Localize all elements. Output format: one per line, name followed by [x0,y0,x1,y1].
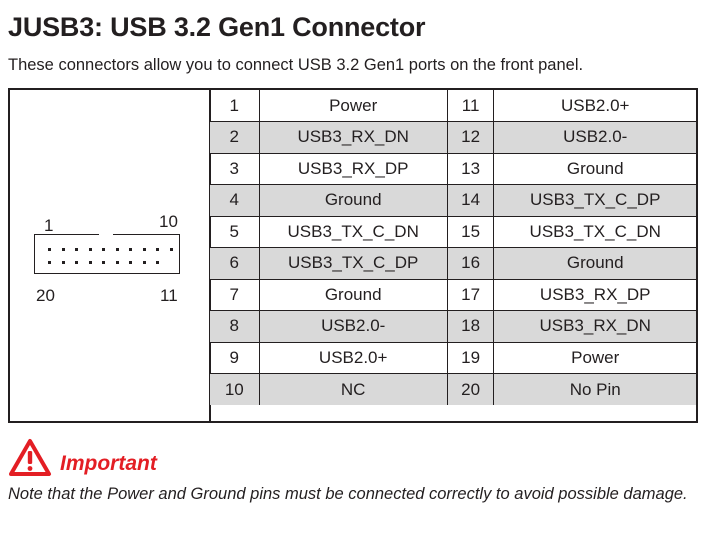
pin-dot [102,261,105,264]
pin-signal-cell: USB2.0+ [493,90,696,122]
pin-dot [102,248,105,251]
important-heading: Important [60,452,157,475]
pin-dot [61,261,65,264]
pin-dot [75,248,78,251]
pin-number-cell: 12 [446,121,495,154]
pin-number-cell: 14 [446,184,495,217]
important-note: Note that the Power and Ground pins must… [8,485,688,503]
pin-dot [115,261,119,264]
diagram-label-pin-11: 11 [160,286,178,305]
pin-signal-cell: Ground [493,247,696,280]
pin-dot [48,248,51,251]
pin-signal-cell: No Pin [493,373,696,405]
pin-dot [48,261,51,264]
pin-number-cell: 6 [209,247,260,280]
pin-dot [88,261,92,264]
pin-number-cell: 4 [209,184,260,217]
pin-dot [169,248,173,251]
pin-number-cell: 10 [209,373,260,405]
pin-number-cell: 11 [446,90,495,122]
pin-signal-cell: USB3_TX_C_DN [493,215,696,248]
pin-signal-cell: USB3_RX_DP [258,152,448,185]
pin-number-cell: 18 [446,310,495,343]
warning-triangle-icon [9,439,51,476]
pin-signal-cell: USB3_TX_C_DN [258,215,448,248]
pin-signal-cell: NC [258,373,448,405]
pin-signal-cell: USB3_TX_C_DP [258,247,448,280]
pin-dot [115,248,119,251]
page-title: JUSB3: USB 3.2 Gen1 Connector [8,12,426,42]
pin-number-cell: 15 [446,215,495,248]
pin-dot [75,261,78,264]
pin-number-cell: 7 [209,278,260,311]
diagram-label-pin-1: 1 [44,216,54,235]
pin-number-cell: 16 [446,247,495,280]
pin-dot [129,248,132,251]
pin-signal-cell: USB2.0- [258,310,448,343]
pin-signal-cell: USB2.0- [493,121,696,154]
pin-signal-cell: Power [258,90,448,122]
connector-key-notch [99,232,113,236]
pin-dot [156,261,159,264]
pin-number-cell: 2 [209,121,260,154]
pin-signal-cell: Ground [493,152,696,185]
pin-signal-cell: USB2.0+ [258,341,448,374]
pin-dot [88,248,92,251]
pin-number-cell: 1 [209,90,260,122]
pin-signal-cell: USB3_RX_DN [258,121,448,154]
pin-dot [129,261,132,264]
pin-number-cell: 5 [209,215,260,248]
pin-dot [142,248,146,251]
pin-number-cell: 9 [209,341,260,374]
pin-dot [61,248,65,251]
pin-number-cell: 19 [446,341,495,374]
pin-signal-cell: USB3_RX_DP [493,278,696,311]
pin-signal-cell: Power [493,341,696,374]
pin-number-cell: 20 [446,373,495,405]
page-subtitle: These connectors allow you to connect US… [8,56,584,74]
diagram-label-pin-10: 10 [159,212,178,231]
pin-dot [142,261,146,264]
pin-number-cell: 8 [209,310,260,343]
pin-signal-cell: USB3_TX_C_DP [493,184,696,217]
pin-signal-cell: Ground [258,278,448,311]
pin-dot [156,248,159,251]
pin-number-cell: 17 [446,278,495,311]
connector-diagram: 1 10 20 11 [10,90,211,421]
pin-signal-cell: Ground [258,184,448,217]
pin-number-cell: 3 [209,152,260,185]
connector-header-shape [34,234,180,274]
pin-signal-cell: USB3_RX_DN [493,310,696,343]
diagram-label-pin-20: 20 [36,286,55,305]
pin-number-cell: 13 [446,152,495,185]
